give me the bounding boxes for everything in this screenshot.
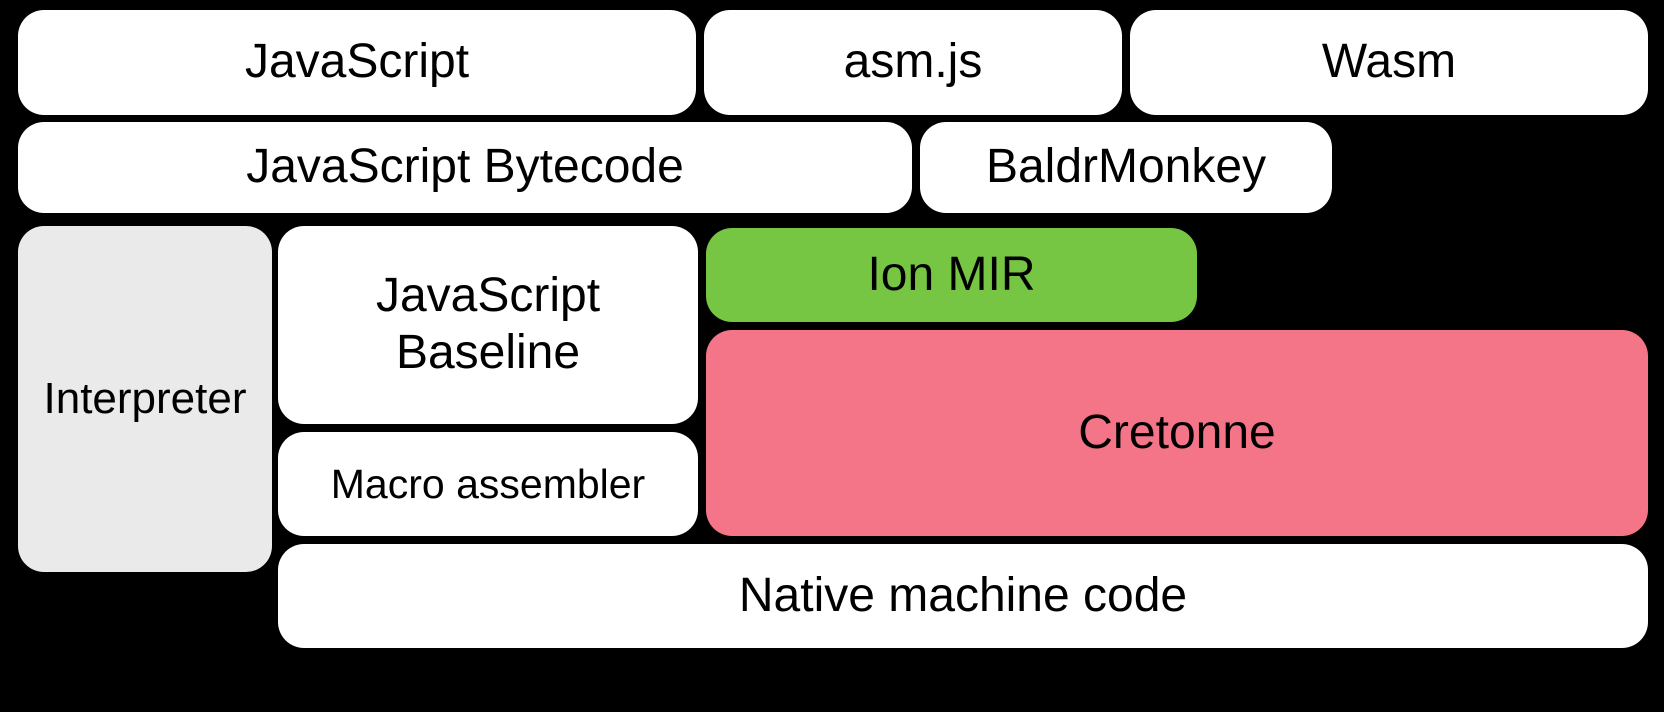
box-javascript[interactable]: JavaScript: [18, 10, 696, 115]
box-macro-assembler[interactable]: Macro assembler: [278, 432, 698, 536]
box-javascript-baseline[interactable]: JavaScript Baseline: [278, 226, 698, 424]
box-interpreter[interactable]: Interpreter: [18, 226, 272, 572]
box-wasm[interactable]: Wasm: [1130, 10, 1648, 115]
box-cretonne[interactable]: Cretonne: [706, 330, 1648, 536]
box-javascript-bytecode[interactable]: JavaScript Bytecode: [18, 122, 912, 213]
box-ion-mir[interactable]: Ion MIR: [706, 228, 1197, 322]
box-baldrmonkey[interactable]: BaldrMonkey: [920, 122, 1332, 213]
box-native-machine-code[interactable]: Native machine code: [278, 544, 1648, 648]
box-asm-js[interactable]: asm.js: [704, 10, 1122, 115]
